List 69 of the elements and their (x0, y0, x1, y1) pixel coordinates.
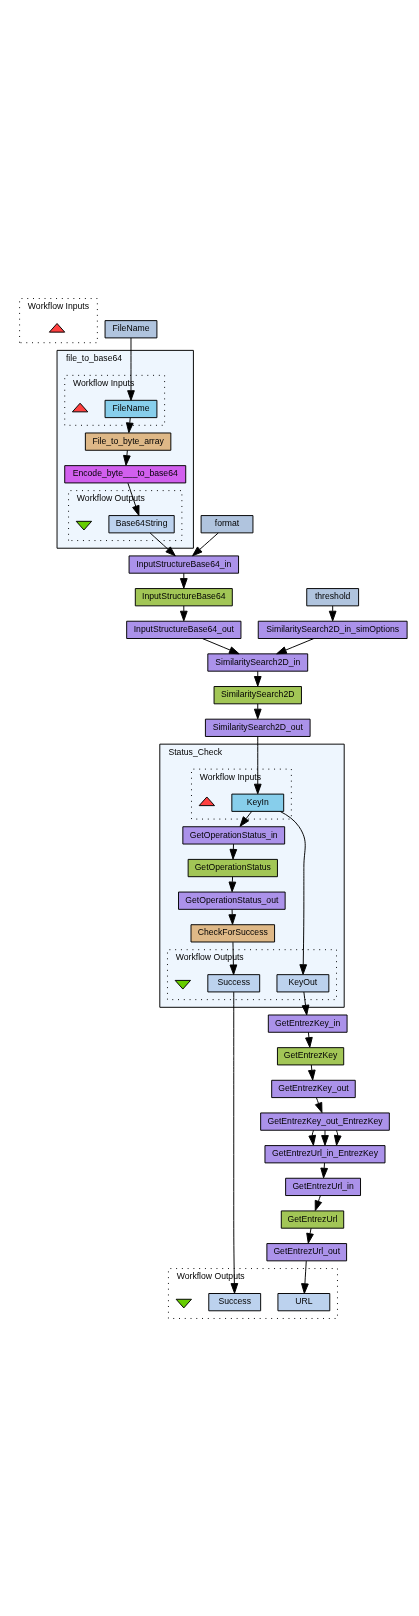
arrow (301, 1260, 309, 1294)
node-box: GetEntrezUrl_out (266, 1242, 348, 1261)
node-box: SimilaritySearch2D_in_simOptions (257, 620, 408, 639)
arrow (308, 1129, 317, 1146)
arrow (192, 531, 219, 556)
node-box: GetEntrezUrl (280, 1209, 345, 1229)
node-box: GetEntrezKey (276, 1046, 345, 1065)
node-box: CheckForSuccess (190, 923, 276, 942)
node-box: FileName (104, 319, 158, 338)
node-box: InputStructureBase64_out (126, 620, 242, 639)
node-box: GetEntrezKey_out (271, 1079, 356, 1098)
node-box: GetOperationStatus_in (182, 825, 286, 844)
node-triangle (48, 322, 66, 333)
node-invtriangle (75, 520, 93, 530)
node-box: format (200, 514, 254, 533)
arrow (314, 1194, 323, 1211)
arrow (127, 482, 140, 516)
arrow (301, 991, 310, 1015)
arrow (127, 336, 135, 401)
arrow (307, 1064, 316, 1080)
arrow (253, 702, 262, 719)
node-box: GetEntrezUrl_in_EntrezKey (264, 1144, 386, 1163)
node-box: SimilaritySearch2D_out (204, 718, 311, 737)
arrow (202, 637, 240, 654)
node-box: KeyIn (231, 793, 285, 812)
node-box: GetEntrezKey_in (267, 1014, 348, 1033)
node-box: KeyOut (276, 973, 330, 992)
arrow (314, 1096, 323, 1113)
arrow (328, 604, 337, 621)
node-invtriangle (174, 979, 191, 990)
node-box: GetEntrezKey_out_EntrezKey (260, 1111, 390, 1131)
arrow (305, 1031, 313, 1048)
node-box: Success (208, 1292, 262, 1311)
arrow (253, 670, 262, 687)
arrow (125, 416, 134, 433)
node-box: InputStructureBase64 (134, 587, 233, 606)
cluster: Workflow Inputs (19, 297, 98, 343)
node-box: Success (207, 973, 261, 992)
arrow (179, 572, 188, 589)
arrow (179, 604, 188, 621)
arrow (276, 637, 315, 654)
node-invtriangle (175, 1298, 192, 1308)
node-box: SimilaritySearch2D (213, 685, 302, 704)
arrow (230, 991, 239, 1294)
node-box: Base64String (108, 514, 175, 533)
node-box: SimilaritySearch2D_in (207, 652, 309, 672)
arrow (321, 1129, 329, 1146)
node-box: File_to_byte_array (84, 432, 172, 451)
arrow (229, 843, 238, 859)
arrow (149, 531, 176, 556)
arrow (229, 941, 238, 975)
arrow (279, 810, 308, 975)
arrow (123, 449, 131, 466)
arrow (228, 908, 237, 925)
arrow (306, 1227, 314, 1244)
node-box: URL (277, 1292, 331, 1311)
node-box: threshold (306, 587, 360, 606)
arrow (320, 1162, 328, 1178)
node-box: GetOperationStatus_out (178, 891, 286, 910)
node-triangle (198, 796, 215, 806)
node-box: GetEntrezUrl_in (285, 1177, 361, 1196)
arrow (239, 810, 253, 827)
arrow (253, 735, 262, 794)
arrow (333, 1129, 342, 1146)
node-box: Encode_byte___to_base64 (64, 464, 187, 483)
node-box: InputStructureBase64_in (128, 554, 240, 574)
node-box: GetOperationStatus (187, 858, 278, 877)
node-triangle (71, 402, 89, 412)
node-box: FileName (104, 399, 158, 418)
